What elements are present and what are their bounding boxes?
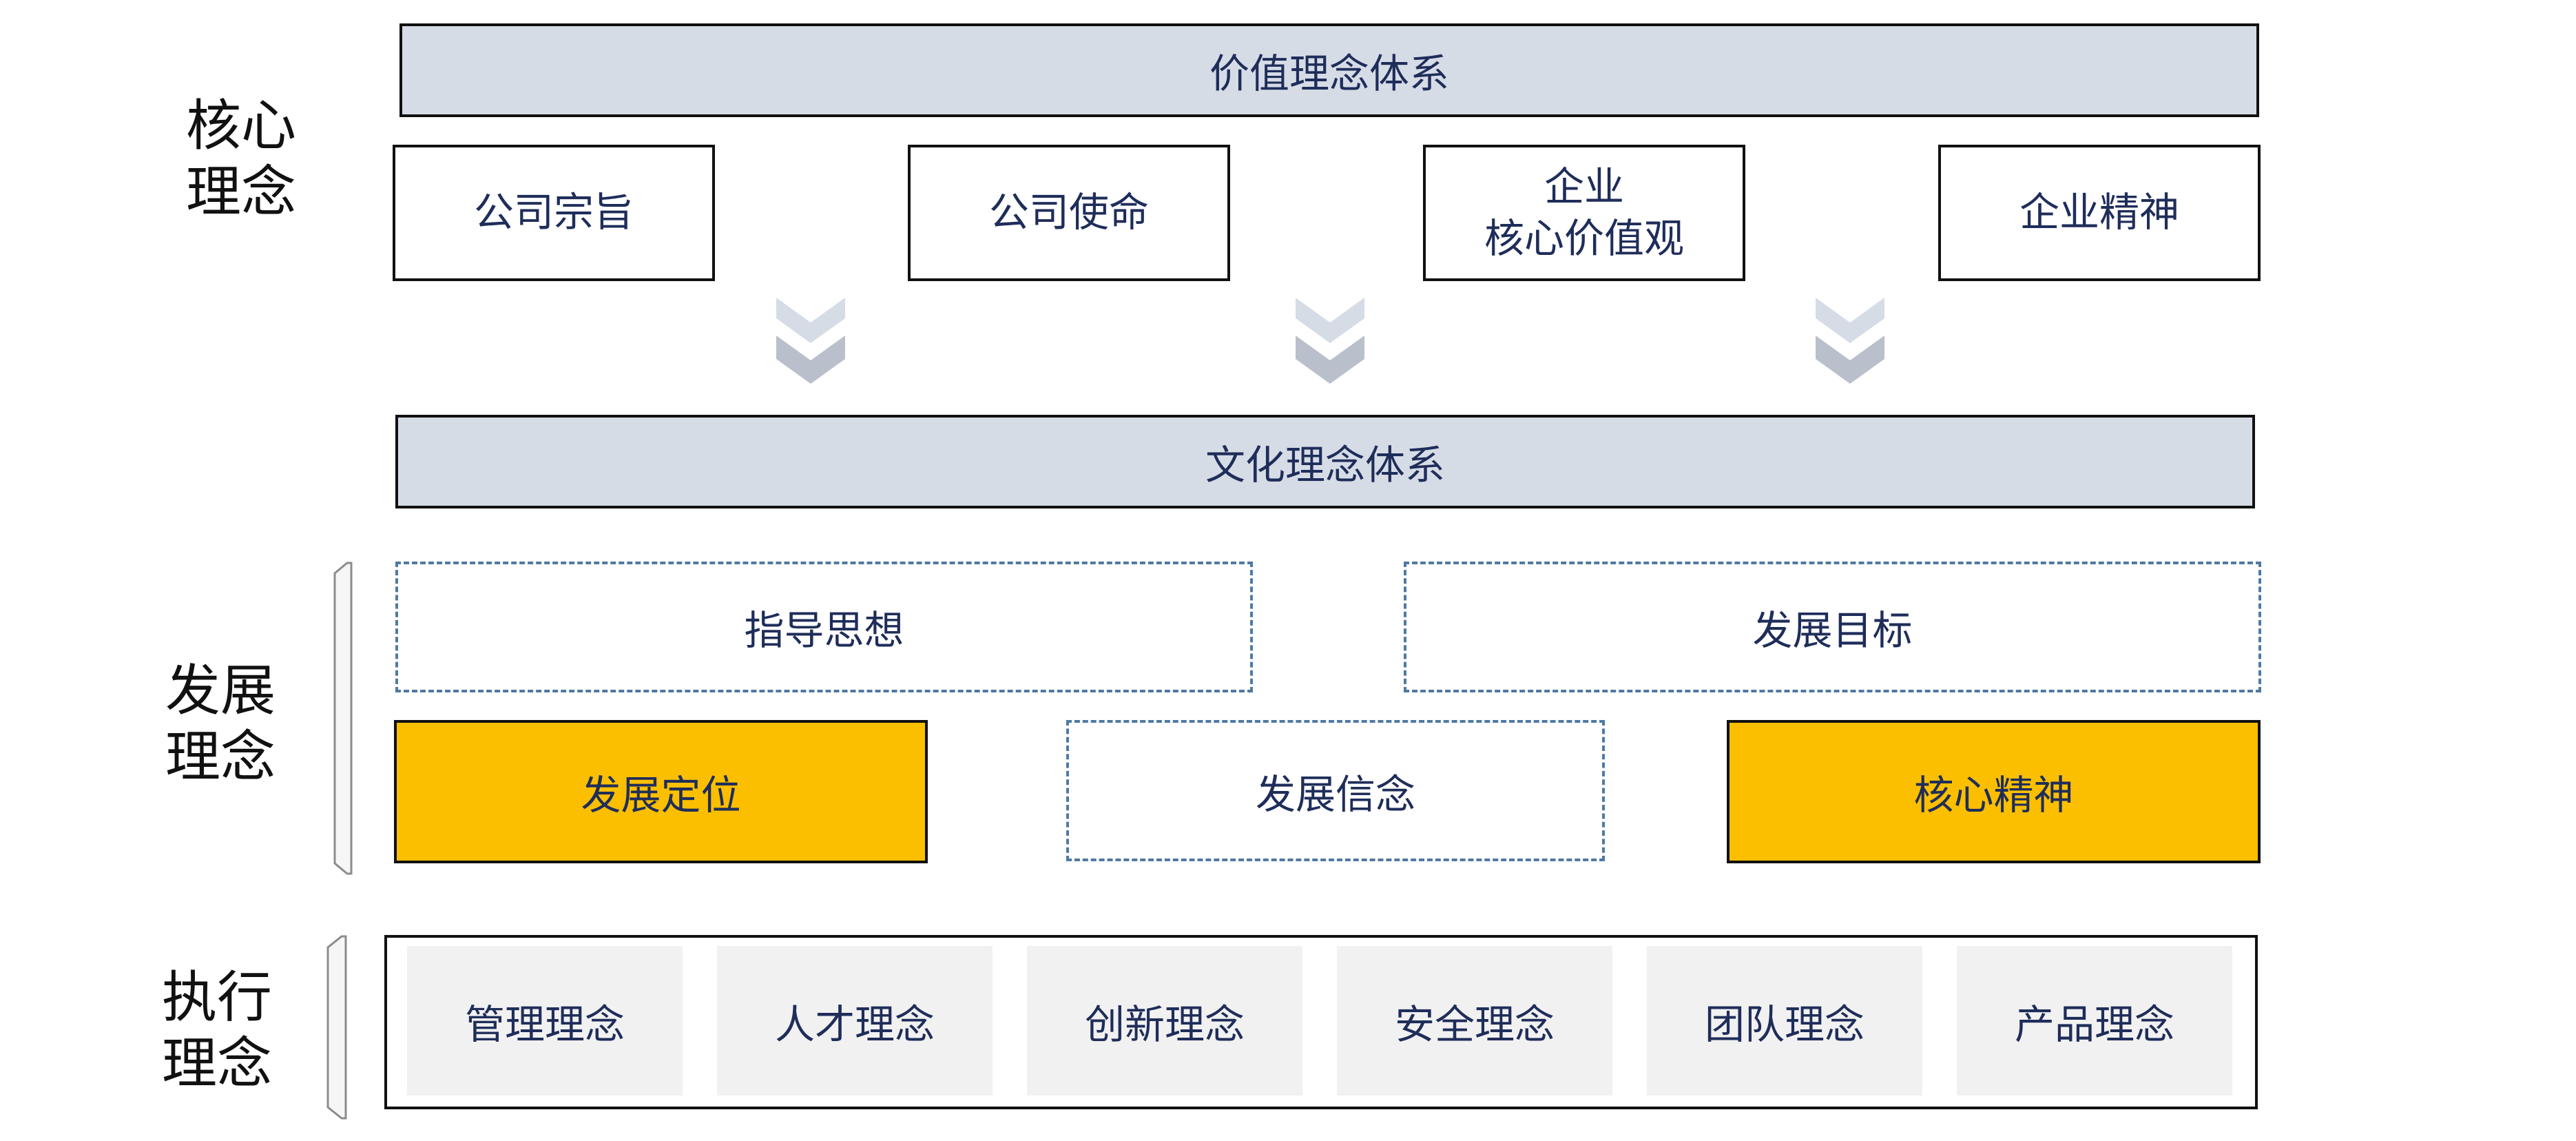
value-item-spirit: 企业精神 bbox=[1938, 145, 2261, 281]
left-bracket-icon bbox=[333, 562, 353, 875]
guiding-thought-box: 指导思想 bbox=[395, 562, 1253, 692]
execution-item-safety: 安全理念 bbox=[1337, 946, 1612, 1096]
execution-item-innovation: 创新理念 bbox=[1027, 946, 1302, 1096]
left-bracket-icon bbox=[326, 935, 347, 1120]
development-positioning-box: 发展定位 bbox=[394, 720, 928, 863]
value-item-core-values: 企业 核心价值观 bbox=[1423, 145, 1745, 281]
value-system-band: 价值理念体系 bbox=[399, 23, 2259, 117]
double-chevron-down-icon bbox=[1296, 298, 1364, 384]
core-spirit-box: 核心精神 bbox=[1727, 720, 2261, 863]
section-label-development: 发展 理念 bbox=[165, 659, 276, 789]
development-belief-box: 发展信念 bbox=[1066, 720, 1605, 861]
section-label-execution: 执行 理念 bbox=[162, 965, 272, 1096]
culture-system-band: 文化理念体系 bbox=[395, 415, 2255, 508]
section-label-core: 核心 理念 bbox=[186, 94, 296, 224]
value-item-mission: 公司使命 bbox=[908, 145, 1230, 281]
development-goal-box: 发展目标 bbox=[1404, 562, 2261, 692]
execution-item-management: 管理理念 bbox=[407, 946, 683, 1096]
execution-item-talent: 人才理念 bbox=[717, 946, 993, 1096]
execution-item-team: 团队理念 bbox=[1647, 946, 1922, 1096]
double-chevron-down-icon bbox=[776, 298, 845, 384]
execution-item-product: 产品理念 bbox=[1957, 946, 2232, 1096]
double-chevron-down-icon bbox=[1816, 298, 1884, 384]
value-item-purpose: 公司宗旨 bbox=[393, 145, 715, 281]
execution-frame bbox=[384, 935, 2258, 1109]
